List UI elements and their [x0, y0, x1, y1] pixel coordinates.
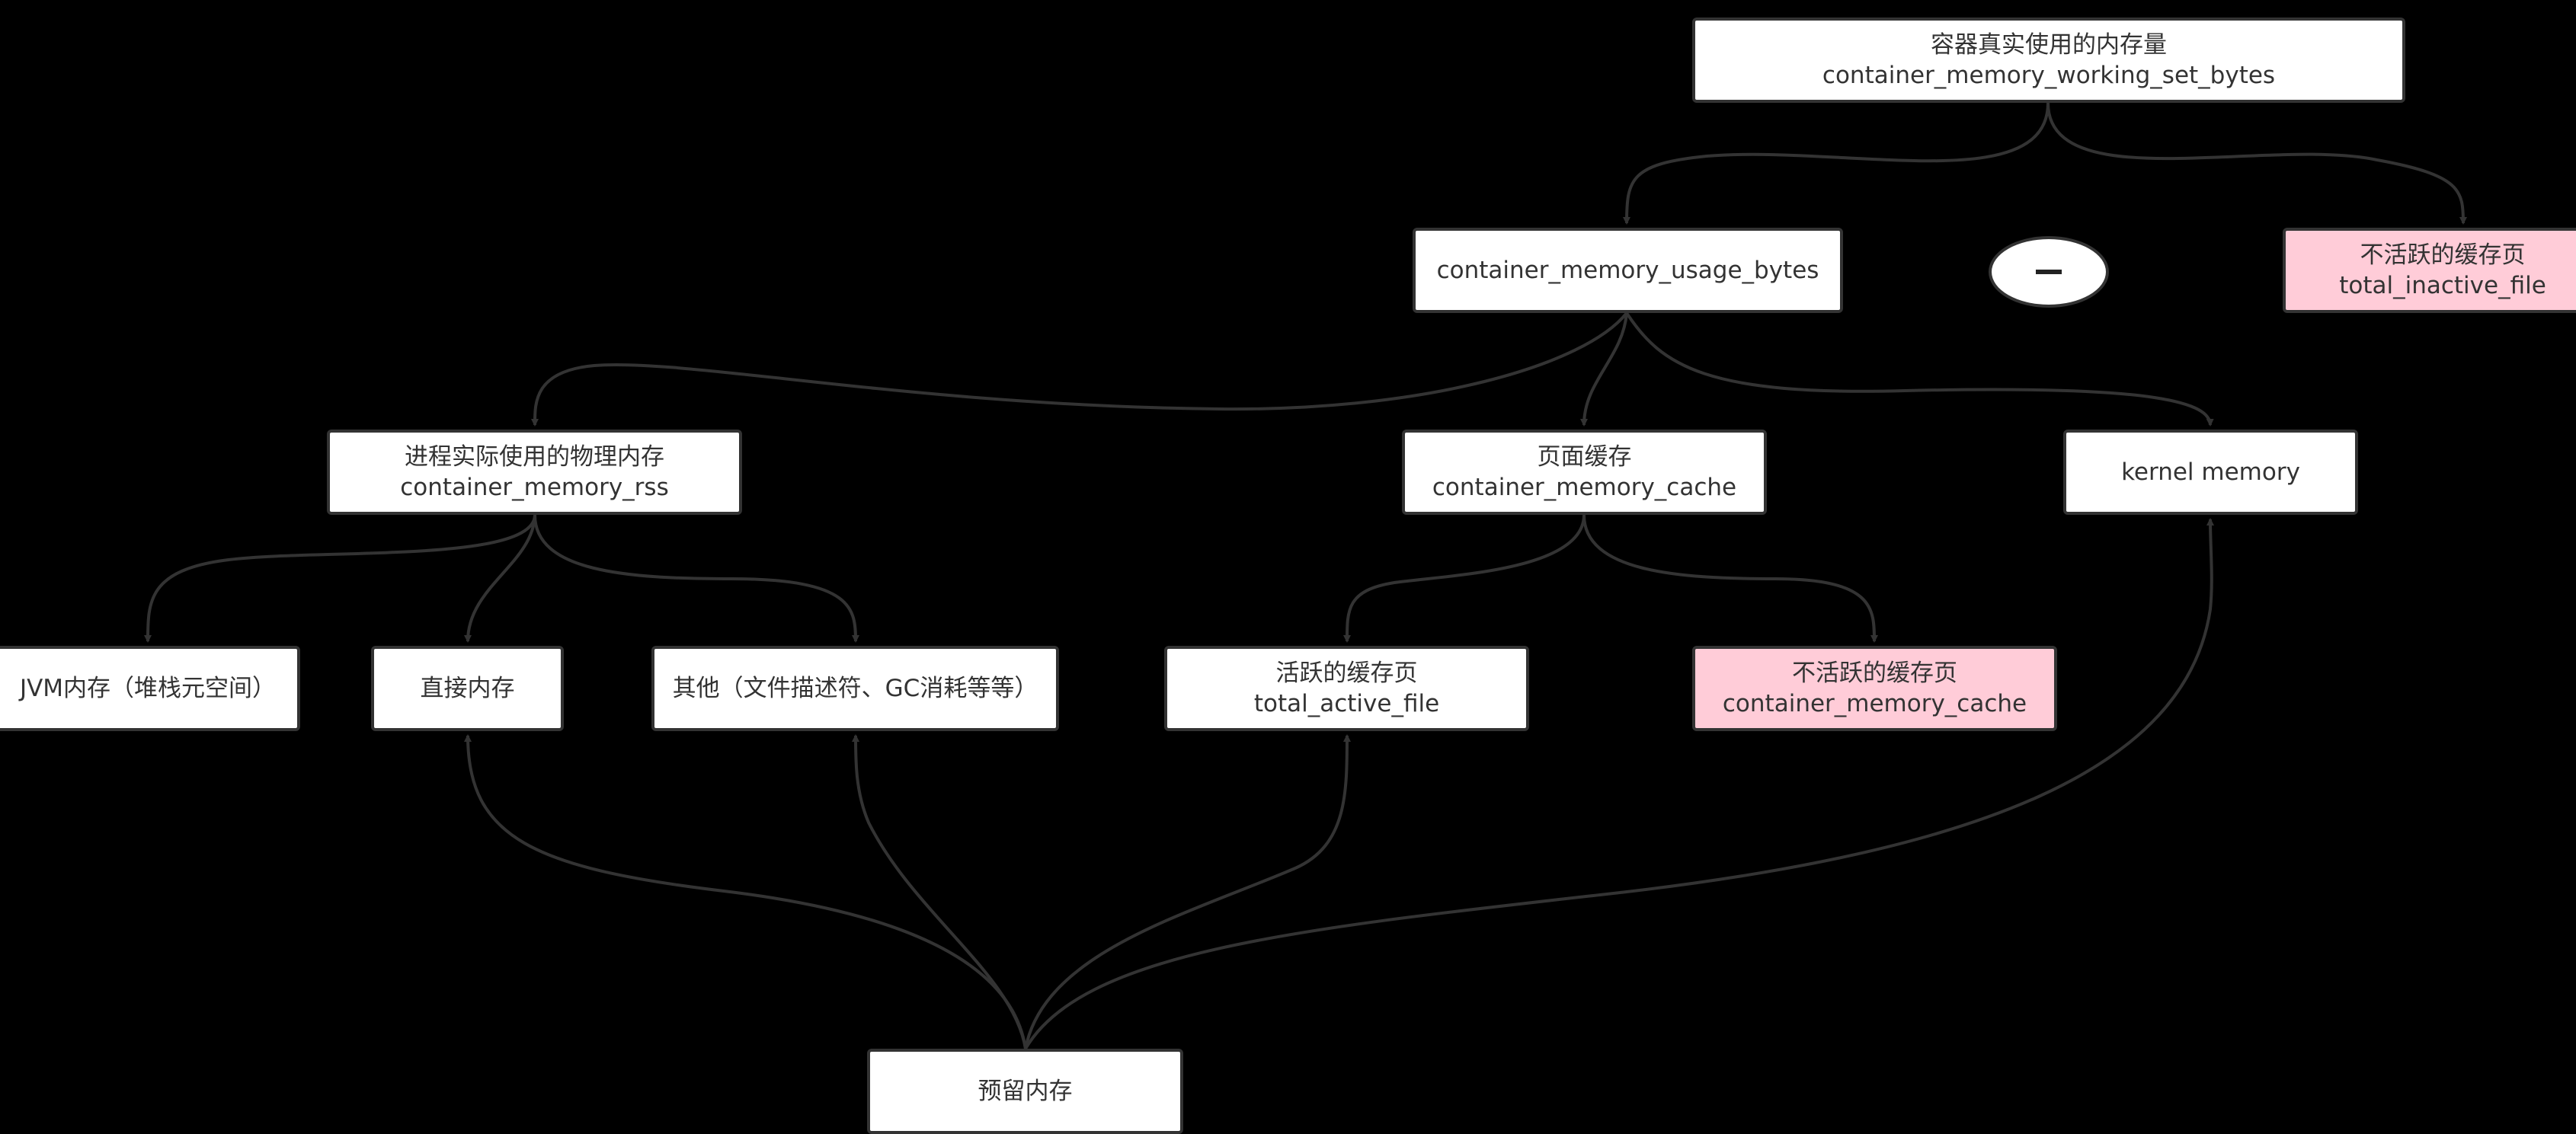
node-inactive-cache: 不活跃的缓存页 container_memory_cache: [1692, 646, 2057, 731]
node-reserved-memory: 预留内存: [867, 1049, 1183, 1134]
node-label-primary: 页面缓存: [1537, 443, 1632, 471]
node-direct-memory: 直接内存: [371, 646, 564, 731]
node-label-metric: container_memory_rss: [400, 474, 669, 501]
node-memory-cache: 页面缓存 container_memory_cache: [1402, 430, 1767, 515]
edge-cache-to-inactive-cache: [1582, 514, 1878, 643]
node-label-metric: total_active_file: [1253, 690, 1440, 717]
minus-icon: [2036, 270, 2062, 274]
node-total-active-file: 活跃的缓存页 total_active_file: [1164, 646, 1529, 731]
edge-reserved-to-active-file: [1024, 734, 1351, 1049]
edge-reserved-to-kernel: [1024, 518, 2215, 1050]
node-label-metric: container_memory_usage_bytes: [1436, 257, 1819, 284]
edge-working-set-to-usage: [1623, 102, 2050, 225]
node-memory-rss: 进程实际使用的物理内存 container_memory_rss: [327, 430, 742, 515]
edge-rss-to-jvm: [144, 514, 536, 643]
node-other-memory: 其他（文件描述符、GC消耗等等）: [651, 646, 1059, 731]
edge-working-set-to-inactive-file: [2046, 102, 2467, 225]
node-label-primary: JVM内存（堆栈元空间）: [19, 675, 277, 702]
node-label-metric: container_memory_cache: [1432, 474, 1737, 501]
node-label-primary: 其他（文件描述符、GC消耗等等）: [672, 675, 1038, 702]
node-label-metric: total_inactive_file: [2339, 272, 2546, 299]
node-label-primary: 活跃的缓存页: [1275, 660, 1418, 687]
node-label-primary: 直接内存: [420, 675, 515, 702]
edge-cache-to-active-file: [1343, 514, 1586, 643]
node-jvm-memory: JVM内存（堆栈元空间）: [0, 646, 300, 731]
node-label-metric: container_memory_cache: [1722, 690, 2027, 717]
node-label-primary: 容器真实使用的内存量: [1931, 31, 2167, 59]
node-usage-bytes: container_memory_usage_bytes: [1413, 228, 1843, 313]
edge-reserved-to-direct: [464, 734, 1027, 1049]
edge-reserved-to-other: [852, 734, 1027, 1049]
edge-usage-to-cache: [1580, 312, 1628, 426]
edge-rss-to-other: [533, 514, 859, 643]
node-label-primary: 预留内存: [978, 1078, 1073, 1105]
node-working-set-bytes: 容器真实使用的内存量 container_memory_working_set_…: [1692, 18, 2405, 103]
node-label-metric: container_memory_working_set_bytes: [1822, 62, 2276, 89]
minus-operator: [1989, 236, 2109, 308]
node-kernel-memory: kernel memory: [2063, 430, 2358, 515]
edge-usage-to-kernel: [1625, 311, 2214, 426]
node-label-primary: 进程实际使用的物理内存: [405, 443, 664, 471]
node-label-primary: kernel memory: [2121, 458, 2300, 486]
node-label-primary: 不活跃的缓存页: [2360, 241, 2526, 269]
edge-usage-to-rss: [530, 311, 1628, 426]
node-label-primary: 不活跃的缓存页: [1792, 660, 1957, 687]
edge-rss-to-direct: [464, 514, 536, 643]
node-total-inactive-file: 不活跃的缓存页 total_inactive_file: [2283, 228, 2576, 313]
